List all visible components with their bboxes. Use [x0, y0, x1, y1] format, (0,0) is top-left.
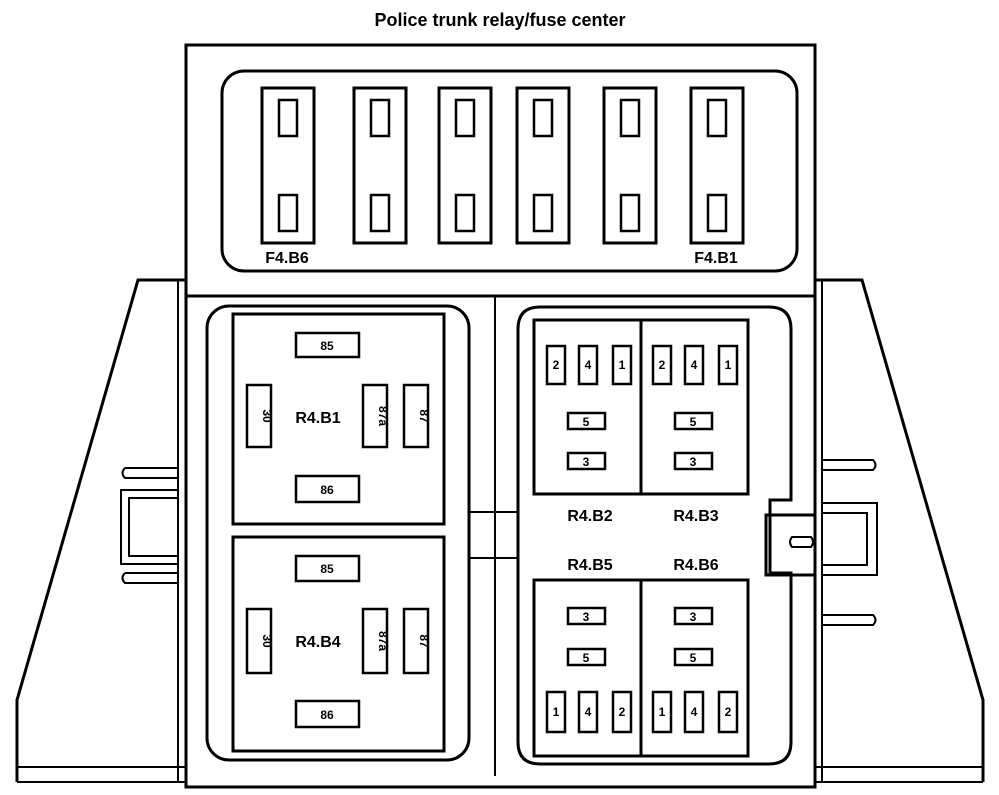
relay-label-r4b4: R4.B4	[295, 634, 340, 651]
relay-r4b2: 2 4 1 5 3 R4.B2	[545, 344, 633, 525]
fuse-label-f4b1: F4.B1	[694, 250, 738, 267]
left-side-wing	[15, 278, 185, 783]
relay-r4b5: R4.B5 3 5 1 4 2	[545, 557, 633, 734]
pin-30: 30	[260, 634, 274, 648]
main-housing	[184, 43, 817, 789]
relay-label-r4b3: R4.B3	[673, 508, 718, 525]
relay-r4b4: 85 30 R4.B4 87a 87 86	[231, 535, 446, 753]
mini-relay-panel: 2 4 1 5 3 R4.B2 2 4 1 5 3 R4.B3 R4.B5 3 …	[516, 305, 793, 766]
relay-label-r4b1: R4.B1	[295, 410, 340, 427]
relay-r4b6: R4.B6 3 5 1 4 2	[651, 557, 739, 734]
right-side-wing	[816, 278, 985, 783]
large-relay-panel: 85 30 R4.B1 87a 87 86 85 30 R4.B4 87a 87…	[205, 304, 471, 762]
fuse-slot	[602, 86, 658, 245]
fuse-slot	[260, 86, 316, 245]
pin-86: 86	[320, 483, 334, 497]
relay-label-r4b5: R4.B5	[567, 557, 612, 574]
connector-latch	[764, 513, 817, 577]
pin-4: 4	[691, 705, 698, 719]
pin-2: 2	[659, 358, 666, 372]
pin-1: 1	[619, 358, 626, 372]
pin-1: 1	[553, 705, 560, 719]
pin-5: 5	[583, 651, 590, 665]
fuse-slot	[515, 86, 571, 245]
pin-85: 85	[320, 562, 334, 576]
pin-3: 3	[583, 610, 590, 624]
pin-87: 87	[417, 409, 431, 423]
pin-1: 1	[725, 358, 732, 372]
pin-1: 1	[659, 705, 666, 719]
fuse-slot	[352, 86, 408, 245]
pin-86: 86	[320, 708, 334, 722]
pin-85: 85	[320, 339, 334, 353]
pin-5: 5	[690, 651, 697, 665]
relay-label-r4b2: R4.B2	[567, 508, 612, 525]
pin-2: 2	[619, 705, 626, 719]
pin-2: 2	[725, 705, 732, 719]
pin-30: 30	[260, 409, 274, 423]
relay-label-r4b6: R4.B6	[673, 557, 718, 574]
pin-5: 5	[690, 415, 697, 429]
fuse-label-f4b6: F4.B6	[265, 250, 309, 267]
pin-4: 4	[585, 358, 592, 372]
fuse-panel: F4.B6 F4.B1	[220, 69, 799, 273]
fuse-slot	[689, 86, 745, 245]
pin-87: 87	[417, 634, 431, 648]
pin-4: 4	[585, 705, 592, 719]
pin-3: 3	[690, 455, 697, 469]
relay-r4b3: 2 4 1 5 3 R4.B3	[651, 344, 739, 525]
pin-4: 4	[691, 358, 698, 372]
pin-87a: 87a	[376, 406, 390, 426]
fuse-slot	[437, 86, 493, 245]
pin-3: 3	[583, 455, 590, 469]
diagram-title: Police trunk relay/fuse center	[374, 10, 625, 30]
relay-r4b1: 85 30 R4.B1 87a 87 86	[231, 312, 446, 526]
pin-5: 5	[583, 415, 590, 429]
pin-2: 2	[553, 358, 560, 372]
pin-3: 3	[690, 610, 697, 624]
pin-87a: 87a	[376, 631, 390, 651]
